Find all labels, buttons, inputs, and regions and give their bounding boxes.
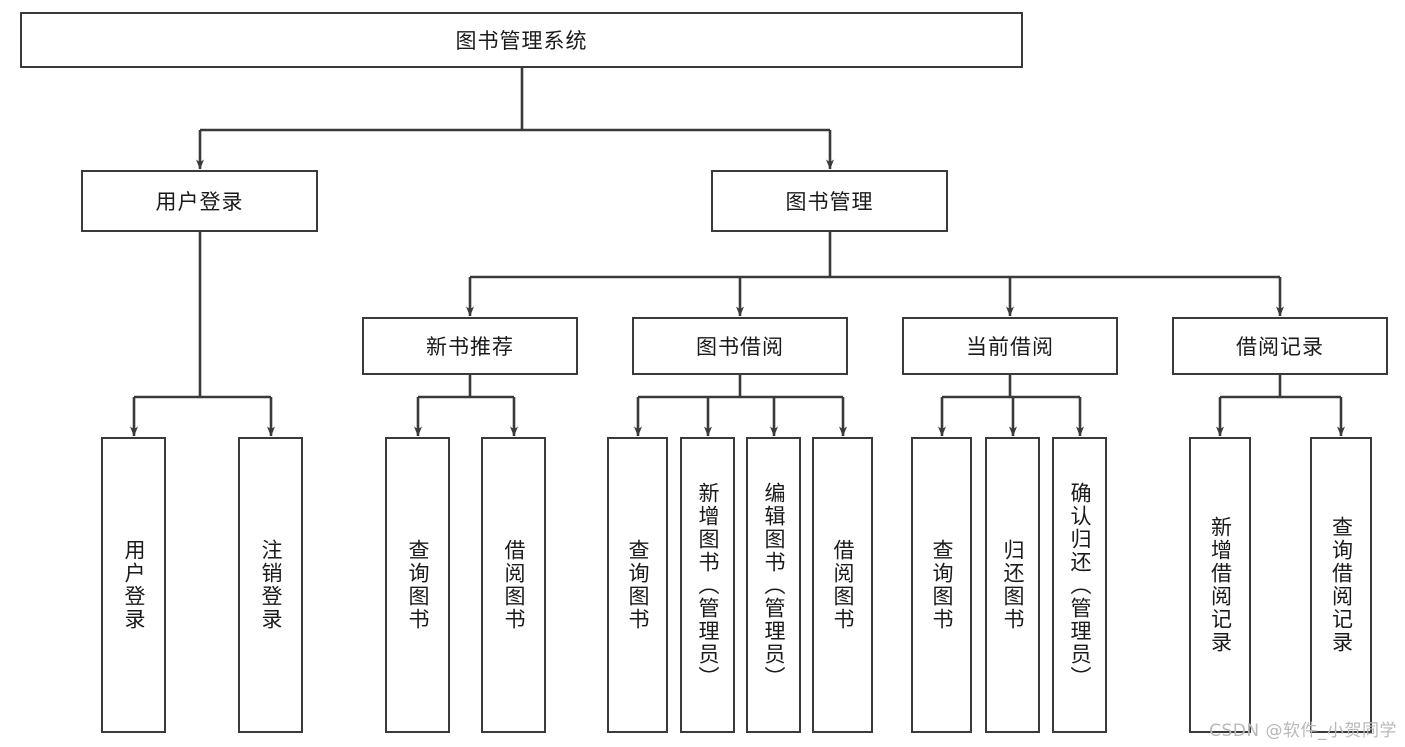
node-leaf-q2[interactable]: 查询图书 bbox=[607, 437, 668, 733]
node-login[interactable]: 用户登录 bbox=[81, 170, 318, 232]
node-label: 用户登录 bbox=[155, 190, 244, 214]
node-newbook[interactable]: 新书推荐 bbox=[362, 317, 578, 375]
node-leaf-q3[interactable]: 查询图书 bbox=[911, 437, 972, 733]
node-label: 新书推荐 bbox=[426, 335, 514, 359]
node-leaf-edit[interactable]: 编辑图书（管理员） bbox=[746, 437, 801, 733]
node-leaf-ret[interactable]: 归还图书 bbox=[985, 437, 1040, 733]
watermark-label: CSDN @软件_小贺同学 bbox=[1209, 721, 1397, 741]
node-label: 查询图书 bbox=[930, 539, 954, 631]
node-leaf-qrec[interactable]: 查询借阅记录 bbox=[1310, 437, 1372, 733]
node-label: 借阅记录 bbox=[1236, 335, 1324, 359]
node-label: 当前借阅 bbox=[966, 335, 1054, 359]
node-label: 查询借阅记录 bbox=[1329, 516, 1354, 654]
node-label: 查询图书 bbox=[626, 539, 650, 631]
node-label: 图书借阅 bbox=[696, 335, 784, 359]
node-label: 查询图书 bbox=[406, 539, 430, 631]
node-bookmgmt[interactable]: 图书管理 bbox=[711, 170, 948, 232]
node-leaf-conf[interactable]: 确认归还（管理员） bbox=[1052, 437, 1107, 733]
node-label: 编辑图书（管理员） bbox=[762, 481, 786, 689]
node-label: 归还图书 bbox=[1001, 539, 1025, 631]
node-current[interactable]: 当前借阅 bbox=[902, 317, 1118, 375]
node-leaf-b2[interactable]: 借阅图书 bbox=[812, 437, 873, 733]
node-leaf-addrec[interactable]: 新增借阅记录 bbox=[1189, 437, 1251, 733]
node-root[interactable]: 图书管理系统 bbox=[20, 12, 1023, 68]
node-label: 注销登录 bbox=[259, 539, 283, 631]
node-label: 借阅图书 bbox=[502, 539, 526, 631]
node-leaf-add[interactable]: 新增图书（管理员） bbox=[680, 437, 735, 733]
node-leaf-login[interactable]: 用户登录 bbox=[101, 437, 166, 733]
node-label: 图书管理 bbox=[785, 190, 874, 214]
node-label: 确认归还（管理员） bbox=[1068, 481, 1092, 689]
node-borrow[interactable]: 图书借阅 bbox=[632, 317, 848, 375]
node-label: 新增图书（管理员） bbox=[696, 481, 720, 689]
node-leaf-q1[interactable]: 查询图书 bbox=[385, 437, 450, 733]
node-leaf-logout[interactable]: 注销登录 bbox=[238, 437, 303, 733]
node-label: 新增借阅记录 bbox=[1208, 516, 1233, 654]
node-label: 借阅图书 bbox=[831, 539, 855, 631]
node-records[interactable]: 借阅记录 bbox=[1172, 317, 1388, 375]
node-leaf-b1[interactable]: 借阅图书 bbox=[481, 437, 546, 733]
node-label: 用户登录 bbox=[122, 539, 146, 631]
node-label: 图书管理系统 bbox=[455, 29, 588, 53]
